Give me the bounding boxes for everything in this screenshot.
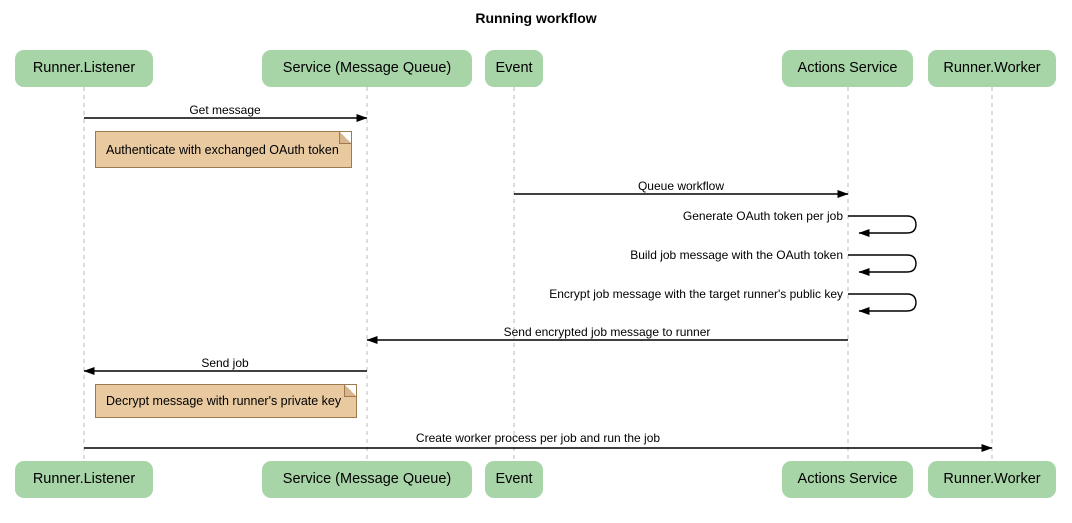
message-label-build-message: Build job message with the OAuth token	[630, 248, 843, 262]
participant-label: Event	[495, 471, 533, 488]
participant-runner-listener-top[interactable]: Runner.Listener	[15, 50, 153, 87]
participant-label: Service (Message Queue)	[282, 60, 452, 77]
participant-runner-listener-bottom[interactable]: Runner.Listener	[15, 461, 153, 498]
message-label-generate-token: Generate OAuth token per job	[682, 209, 843, 223]
note-label: Authenticate with exchanged OAuth token	[106, 142, 339, 157]
self-message-build-message	[848, 254, 917, 276]
messages-group	[83, 114, 993, 452]
message-label-queue-workflow: Queue workflow	[637, 179, 725, 193]
note-decrypt: Decrypt message with runner's private ke…	[95, 384, 357, 418]
message-label-get-message: Get message	[189, 103, 261, 117]
participant-event-top[interactable]: Event	[485, 50, 543, 87]
self-message-generate-token	[848, 215, 917, 237]
lifelines-group	[83, 87, 993, 461]
page-title: Running workflow	[475, 10, 597, 26]
participant-runner-worker-bottom[interactable]: Runner.Worker	[928, 461, 1056, 498]
participant-label: Service (Message Queue)	[282, 471, 452, 488]
message-label-send-encrypted: Send encrypted job message to runner	[503, 325, 711, 339]
participant-label: Actions Service	[797, 471, 898, 488]
participant-label: Runner.Worker	[943, 60, 1041, 77]
participant-label: Actions Service	[797, 60, 898, 77]
participant-runner-worker-top[interactable]: Runner.Worker	[928, 50, 1056, 87]
participant-actions-service-top[interactable]: Actions Service	[782, 50, 913, 87]
participant-event-bottom[interactable]: Event	[485, 461, 543, 498]
self-message-encrypt-message	[848, 293, 917, 315]
participant-label: Runner.Worker	[943, 471, 1041, 488]
note-fold-corner-icon	[344, 385, 356, 397]
participant-actions-service-bottom[interactable]: Actions Service	[782, 461, 913, 498]
note-fold-corner-icon	[339, 132, 351, 144]
message-label-create-worker: Create worker process per job and run th…	[415, 431, 661, 445]
participant-service-mq-bottom[interactable]: Service (Message Queue)	[262, 461, 472, 498]
participant-service-mq-top[interactable]: Service (Message Queue)	[262, 50, 472, 87]
participant-label: Runner.Listener	[32, 60, 136, 77]
participant-label: Runner.Listener	[32, 471, 136, 488]
message-label-encrypt-message: Encrypt job message with the target runn…	[549, 287, 843, 301]
note-label: Decrypt message with runner's private ke…	[106, 394, 342, 408]
participant-label: Event	[495, 60, 533, 77]
message-label-send-job: Send job	[201, 356, 249, 370]
note-authenticate: Authenticate with exchanged OAuth token	[95, 131, 352, 168]
